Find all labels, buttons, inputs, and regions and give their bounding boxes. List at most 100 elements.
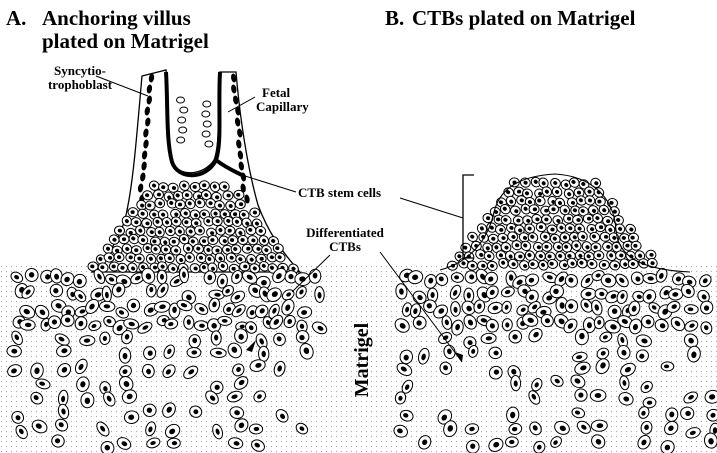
cell [170,208,181,220]
cell [590,419,608,432]
cell [578,206,589,217]
nucleus [233,95,239,105]
arrowhead-a [246,340,256,352]
cell [548,204,559,215]
cell [594,196,606,207]
cell [153,189,164,200]
cell [487,301,503,315]
cell [255,253,267,264]
panel-a-cells [6,73,328,453]
cell [130,217,142,228]
cell [594,288,608,300]
cell [529,421,542,436]
cell [485,285,499,300]
cell [564,223,576,234]
cell [146,437,161,449]
cell [435,273,449,286]
cell [57,403,70,420]
cell [519,260,530,271]
cell [117,262,128,273]
cell [642,397,657,409]
panel-a-title-line2: plated on Matrigel [42,29,209,53]
cell [156,282,169,298]
cell [549,233,561,245]
cell [127,262,138,274]
cell [525,289,539,304]
cell [443,420,458,438]
cell [311,321,328,335]
cell [183,315,195,330]
cell [584,195,596,206]
cell [96,421,110,437]
cell [174,199,186,210]
cell [463,287,475,304]
cell [142,363,155,379]
cell [103,391,116,407]
cell [685,427,701,439]
cell [234,418,249,433]
cell [593,250,605,261]
cell [541,186,553,197]
cell [239,261,251,272]
cell [546,224,558,235]
cell [141,267,156,284]
cell [399,349,414,365]
cell [118,347,132,364]
cell [580,273,594,289]
cell [274,252,286,263]
cell [619,233,631,244]
cell [108,234,120,245]
ctb-column-outline [439,173,691,273]
cell [10,271,24,283]
cell [602,241,613,252]
cell [703,432,717,449]
cell [599,331,613,343]
cell [164,423,181,439]
cell [602,215,614,227]
cell [116,437,132,450]
cell [234,199,246,210]
cell [56,344,72,358]
cell [233,376,249,390]
cell [575,195,587,206]
cell [50,268,63,284]
label-ctb-stem-cells: CTB stem cells [298,185,382,200]
cell [450,301,461,317]
cell [227,437,244,450]
cell [119,365,132,378]
cell [205,390,219,405]
cell [581,241,593,252]
cell [150,244,162,255]
cell [275,409,289,423]
cell [108,261,120,272]
cell [564,299,579,314]
cell [571,240,582,251]
cell [664,420,679,436]
cell [295,422,309,435]
cell [121,329,133,345]
cell [541,241,553,252]
cell [201,110,211,118]
cell [568,177,580,188]
cell [582,213,594,224]
cell [684,320,699,332]
cell [229,406,245,419]
cell [30,391,44,405]
nucleus [236,139,242,149]
cell [407,270,424,285]
cell [154,226,165,238]
cell [487,233,499,244]
cell [586,258,598,270]
cell [283,314,296,329]
cell [281,298,295,316]
label-fetal-line1: Fetal [262,85,291,100]
cell [177,116,187,124]
differentiated-pointer-b [379,251,463,363]
cell [181,190,193,201]
nucleus [235,106,241,116]
cell [185,226,197,237]
cell [85,298,100,314]
cell [19,304,36,319]
cell [590,177,602,188]
